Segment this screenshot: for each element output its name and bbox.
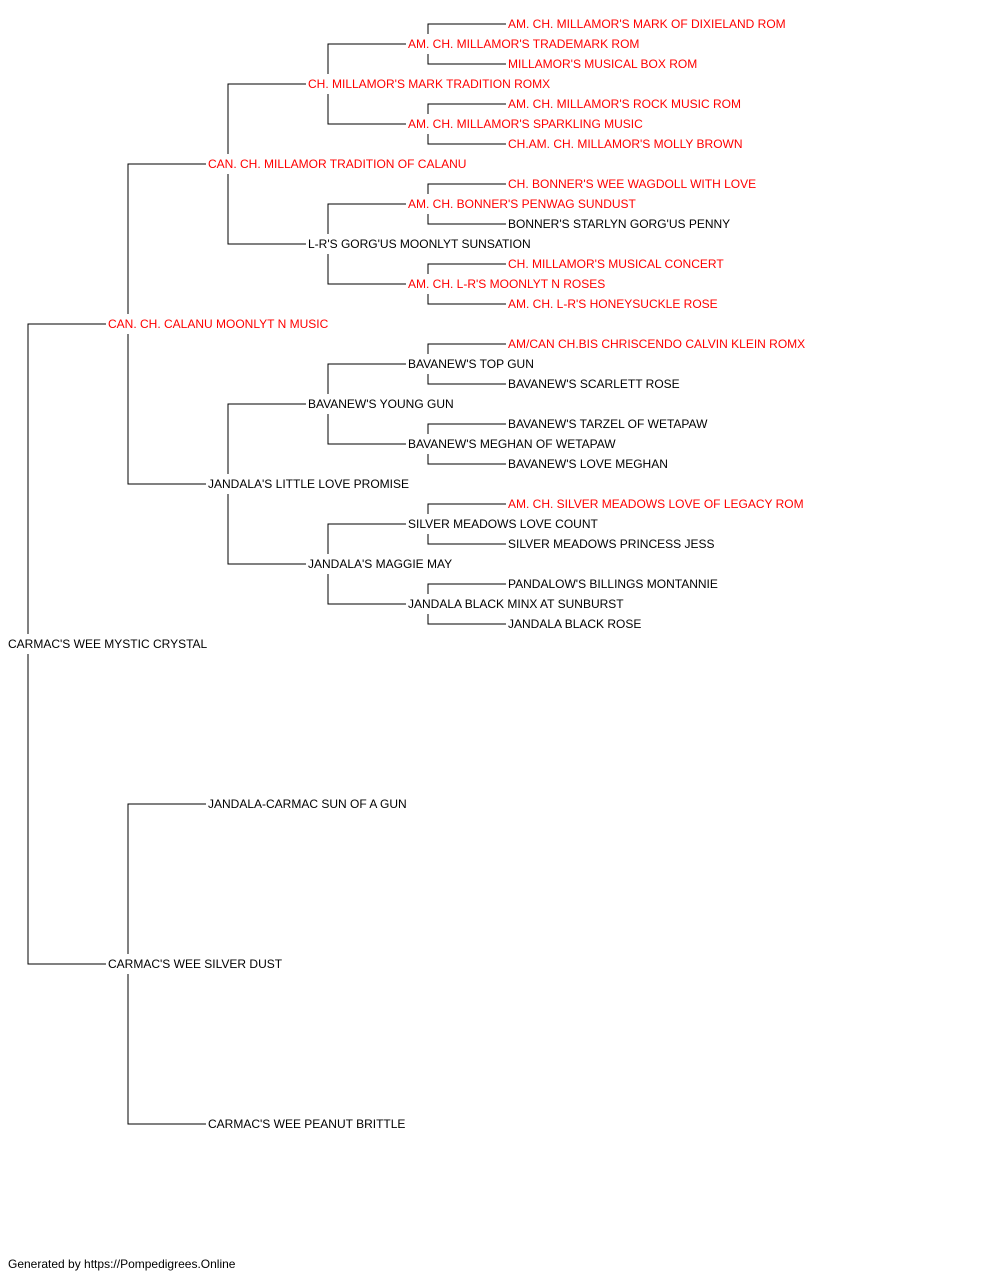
dog-sire-dam-dam: JANDALA'S MAGGIE MAY: [308, 557, 452, 571]
dam-connector: [427, 214, 506, 225]
dog-sire-sire-dam: L-R'S GORG'US MOONLYT SUNSATION: [308, 237, 531, 251]
dam-connector: [327, 94, 406, 125]
sire-connector: [127, 803, 206, 954]
dam-connector: [427, 374, 506, 385]
dog-sire-sire-sire-sire-dam: MILLAMOR'S MUSICAL BOX ROM: [508, 57, 697, 71]
dog-sire-sire: CAN. CH. MILLAMOR TRADITION OF CALANU: [208, 157, 466, 171]
dog-sire-dam-dam-sire: SILVER MEADOWS LOVE COUNT: [408, 517, 598, 531]
dog-sire-sire-dam-dam-sire: CH. MILLAMOR'S MUSICAL CONCERT: [508, 257, 724, 271]
sire-connector: [27, 323, 106, 634]
dog-sire-sire-dam-sire-sire: CH. BONNER'S WEE WAGDOLL WITH LOVE: [508, 177, 756, 191]
dam-connector: [427, 454, 506, 465]
dam-connector: [427, 134, 506, 145]
dog-sire-dam-sire: BAVANEW'S YOUNG GUN: [308, 397, 454, 411]
dog-sire: CAN. CH. CALANU MOONLYT N MUSIC: [108, 317, 329, 331]
sire-connector: [327, 43, 406, 74]
sire-connector: [427, 23, 506, 34]
dog-dam-sire: JANDALA-CARMAC SUN OF A GUN: [208, 797, 407, 811]
dog-sire-dam-sire-sire: BAVANEW'S TOP GUN: [408, 357, 534, 371]
dog-sire-dam: JANDALA'S LITTLE LOVE PROMISE: [208, 477, 409, 491]
dam-connector: [227, 174, 306, 245]
dam-connector: [427, 54, 506, 65]
dam-connector: [427, 294, 506, 305]
dam-connector: [327, 574, 406, 605]
dog-sire-sire-sire-sire: AM. CH. MILLAMOR'S TRADEMARK ROM: [408, 37, 639, 51]
dog-sire-dam-dam-dam-dam: JANDALA BLACK ROSE: [508, 617, 641, 631]
dam-connector: [127, 974, 206, 1125]
sire-connector: [327, 203, 406, 234]
dog-subject: CARMAC'S WEE MYSTIC CRYSTAL: [8, 637, 208, 651]
dog-sire-dam-sire-sire-dam: BAVANEW'S SCARLETT ROSE: [508, 377, 680, 391]
dam-connector: [327, 414, 406, 445]
sire-connector: [427, 423, 506, 434]
sire-connector: [427, 583, 506, 594]
dog-sire-dam-dam-dam: JANDALA BLACK MINX AT SUNBURST: [408, 597, 624, 611]
sire-connector: [327, 523, 406, 554]
dog-sire-sire-sire-dam-sire: AM. CH. MILLAMOR'S ROCK MUSIC ROM: [508, 97, 741, 111]
sire-connector: [127, 163, 206, 314]
dog-sire-sire-dam-sire: AM. CH. BONNER'S PENWAG SUNDUST: [408, 197, 637, 211]
dog-dam-dam: CARMAC'S WEE PEANUT BRITTLE: [208, 1117, 405, 1131]
dog-sire-sire-sire-dam-dam: CH.AM. CH. MILLAMOR'S MOLLY BROWN: [508, 137, 743, 151]
dog-sire-sire-sire-dam: AM. CH. MILLAMOR'S SPARKLING MUSIC: [408, 117, 643, 131]
sire-connector: [427, 503, 506, 514]
dog-sire-dam-dam-dam-sire: PANDALOW'S BILLINGS MONTANNIE: [508, 577, 718, 591]
sire-connector: [427, 343, 506, 354]
dog-sire-sire-sire: CH. MILLAMOR'S MARK TRADITION ROMX: [308, 77, 550, 91]
dam-connector: [327, 254, 406, 285]
dog-dam: CARMAC'S WEE SILVER DUST: [108, 957, 283, 971]
dam-connector: [27, 654, 106, 965]
dam-connector: [127, 334, 206, 485]
dog-sire-dam-sire-dam-sire: BAVANEW'S TARZEL OF WETAPAW: [508, 417, 708, 431]
sire-connector: [227, 403, 306, 474]
sire-connector: [327, 363, 406, 394]
sire-connector: [427, 183, 506, 194]
footer-credit: Generated by https://Pompedigrees.Online: [8, 1257, 236, 1271]
dog-sire-sire-dam-sire-dam: BONNER'S STARLYN GORG'US PENNY: [508, 217, 730, 231]
dog-sire-dam-sire-dam: BAVANEW'S MEGHAN OF WETAPAW: [408, 437, 616, 451]
sire-connector: [427, 103, 506, 114]
pedigree-tree: CARMAC'S WEE MYSTIC CRYSTAL CAN. CH. CALA…: [8, 17, 805, 1131]
dog-sire-sire-dam-dam: AM. CH. L-R'S MOONLYT N ROSES: [408, 277, 605, 291]
dam-connector: [427, 614, 506, 625]
dog-sire-dam-dam-sire-dam: SILVER MEADOWS PRINCESS JESS: [508, 537, 715, 551]
dam-connector: [227, 494, 306, 565]
dog-sire-sire-dam-dam-dam: AM. CH. L-R'S HONEYSUCKLE ROSE: [508, 297, 718, 311]
sire-connector: [227, 83, 306, 154]
dam-connector: [427, 534, 506, 545]
dog-sire-dam-sire-dam-dam: BAVANEW'S LOVE MEGHAN: [508, 457, 668, 471]
dog-sire-dam-sire-sire-sire: AM/CAN CH.BIS CHRISCENDO CALVIN KLEIN RO…: [508, 337, 805, 351]
sire-connector: [427, 263, 506, 274]
dog-sire-sire-sire-sire-sire: AM. CH. MILLAMOR'S MARK OF DIXIELAND ROM: [508, 17, 786, 31]
dog-sire-dam-dam-sire-sire: AM. CH. SILVER MEADOWS LOVE OF LEGACY RO…: [508, 497, 804, 511]
